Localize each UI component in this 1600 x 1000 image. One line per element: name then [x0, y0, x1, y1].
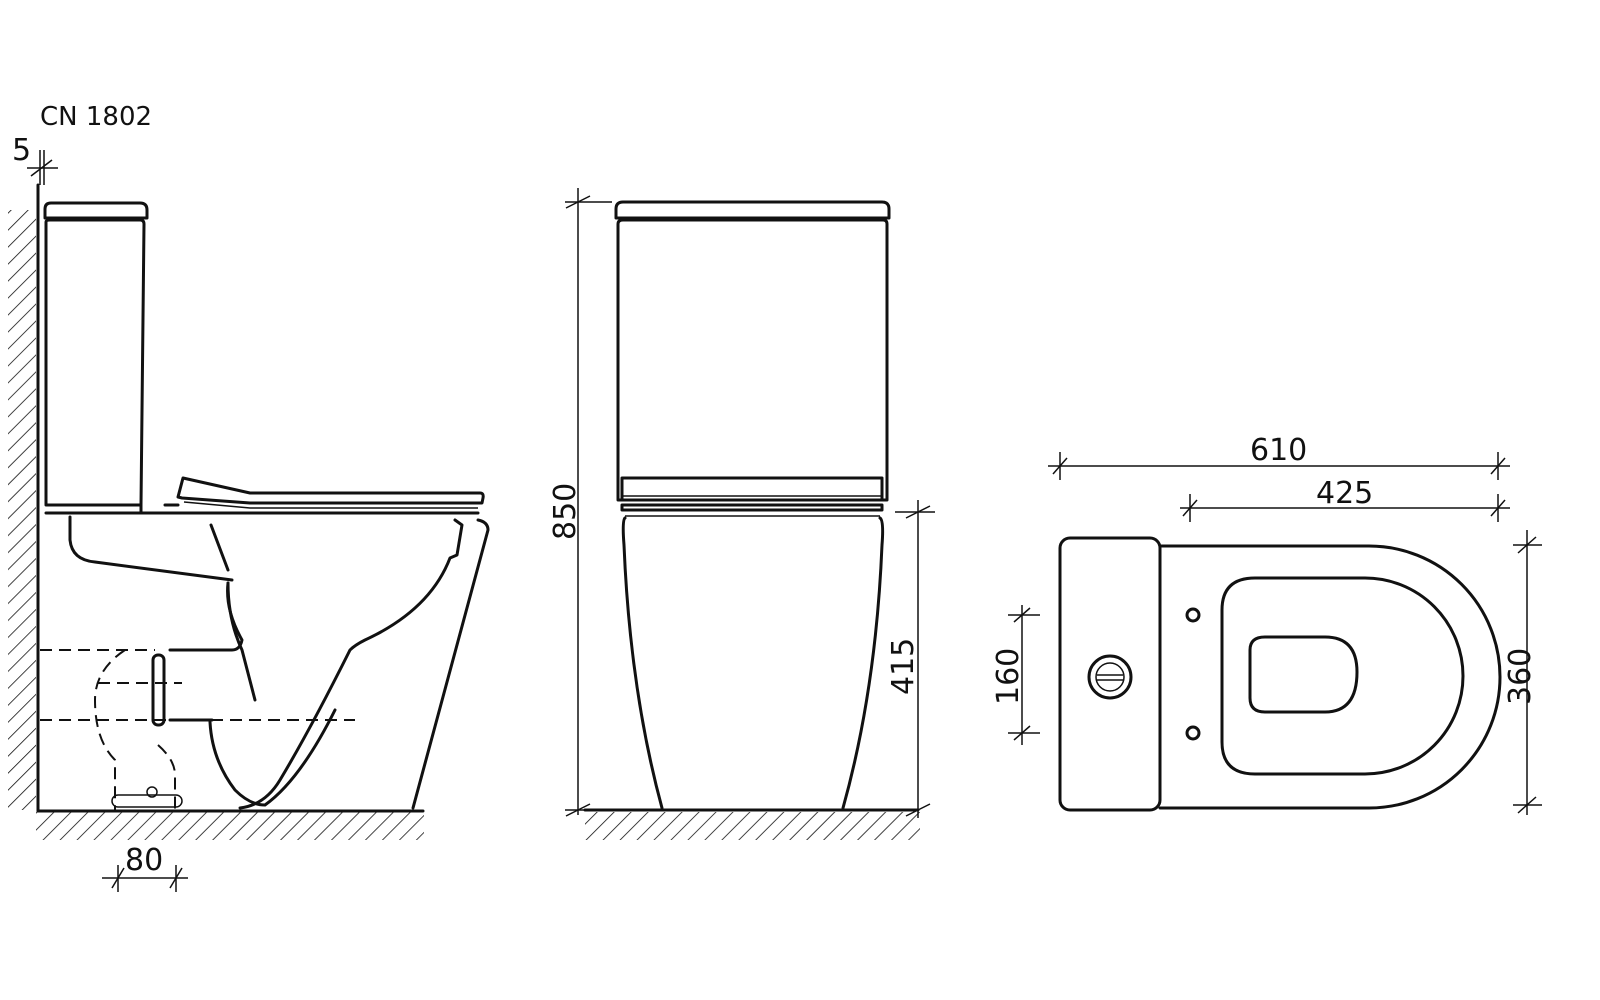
floor-hatch-front	[585, 812, 920, 840]
seat-top	[1220, 576, 1465, 776]
tank-lid-front	[614, 200, 891, 220]
outlet-offset-dim: 80	[125, 843, 163, 878]
width-dim: 360	[1503, 648, 1538, 705]
fixing-hole-icon	[1185, 607, 1201, 623]
tank-lid-side	[43, 201, 149, 220]
bowl-inner-side	[68, 515, 234, 582]
bowl-front-left	[621, 516, 664, 810]
flush-button-icon	[1087, 654, 1133, 700]
total-length-dim: 610	[1250, 433, 1307, 468]
tank-top	[1058, 536, 1162, 812]
floor-hatch-side	[36, 812, 424, 840]
hole-spacing-dim: 160	[991, 648, 1026, 705]
wall-gap-dim: 5	[12, 133, 31, 168]
tank-side	[44, 218, 146, 507]
tank-front	[616, 218, 889, 502]
seat-height-dim: 415	[886, 638, 921, 695]
side-view: 5 80	[8, 133, 490, 892]
total-height-dim: 850	[548, 483, 583, 540]
seat-side	[176, 476, 485, 505]
bowl-outer-side	[411, 518, 490, 810]
waste-outlet	[40, 649, 355, 810]
wall-hatch	[8, 210, 36, 810]
bowl-length-dim: 425	[1316, 476, 1373, 511]
model-label: CN 1802	[40, 102, 152, 132]
top-view: 610 425 360 160	[991, 433, 1542, 815]
bowl-outer-top	[1158, 544, 1502, 810]
bowl-opening-top	[1248, 635, 1359, 714]
fixing-hole-icon	[1185, 725, 1201, 741]
front-view: 850 415	[548, 188, 935, 840]
bowl-front-right	[841, 516, 885, 810]
